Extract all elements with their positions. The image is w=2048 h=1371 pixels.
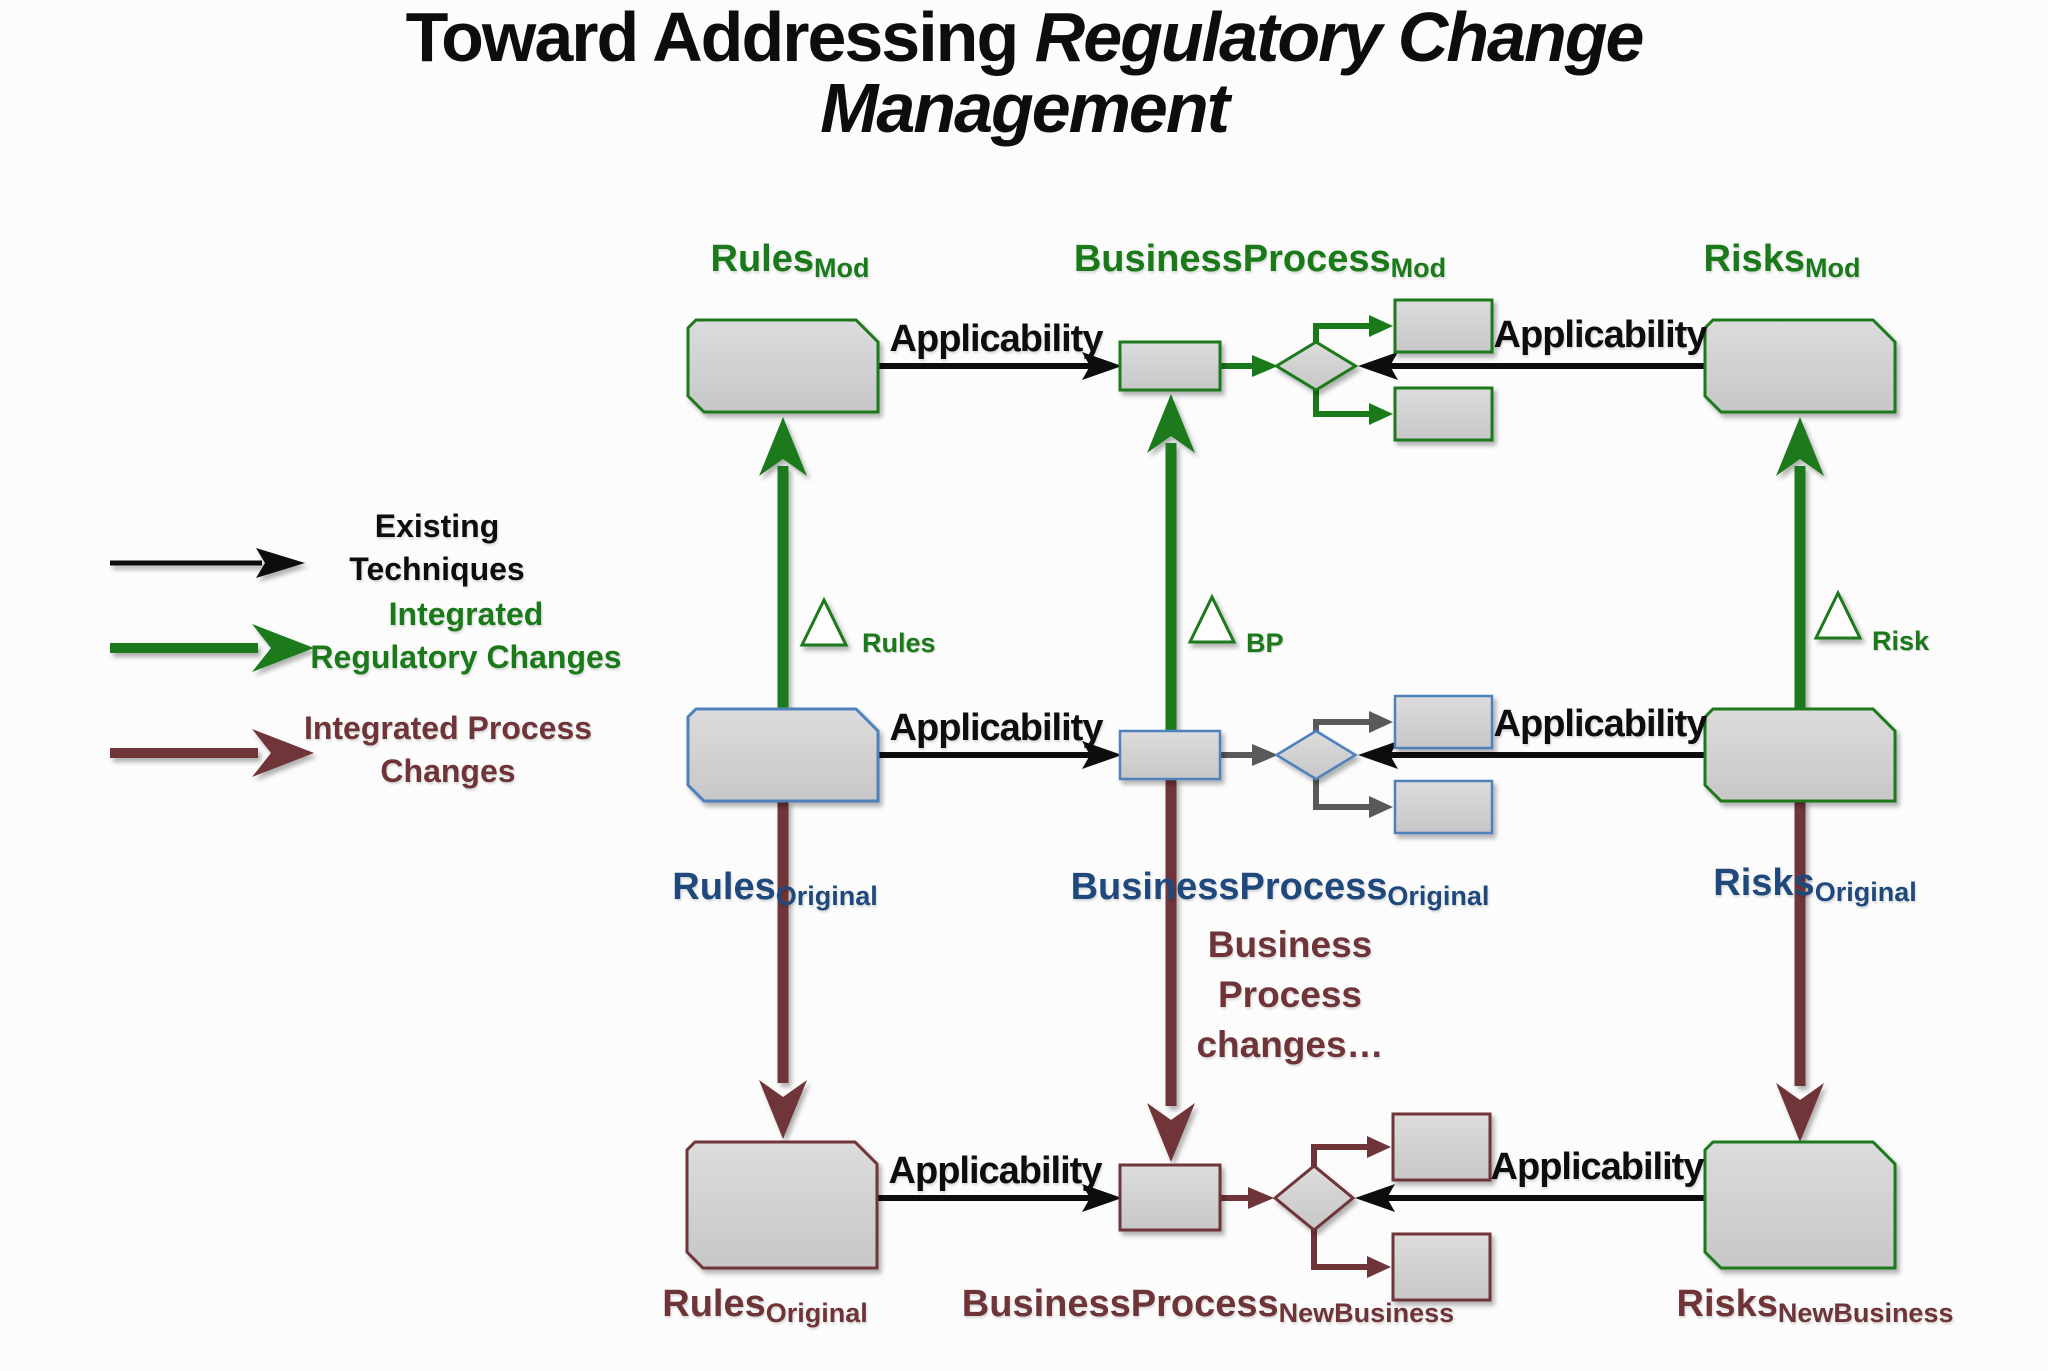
delta-triangle-rules [799, 596, 849, 647]
label-rules-original-bottom: RulesOriginal [662, 1283, 868, 1328]
connector-diamond-mod-to-bottom-branch [1313, 386, 1393, 425]
label-risks-original: RisksOriginal [1713, 862, 1917, 907]
connector-diamond-mod-to-top-branch [1313, 315, 1393, 346]
legend-label-integrated-regulatory-changes: Integrated Regulatory Changes [310, 596, 622, 675]
decision-diamond-newbusiness [1272, 1164, 1356, 1232]
risks-mod-shape [1703, 318, 1897, 414]
title-line-2: Management [820, 69, 1230, 148]
branch-rect-mod-bottom [1393, 386, 1494, 442]
rules-mod-shape [686, 318, 880, 414]
delta-triangle-risk [1813, 589, 1863, 640]
label-applicability-newbusiness-left: Applicability [888, 1150, 1103, 1192]
label-risks-newbusiness: RisksNewBusiness [1676, 1283, 1954, 1328]
label-delta-rules: Rules [862, 628, 936, 658]
label-applicability-newbusiness-right: Applicability [1490, 1146, 1705, 1188]
connector-diamond-original-to-top-branch [1313, 711, 1393, 735]
label-delta-risk: Risk [1872, 626, 1930, 656]
applicability-arrow-newbusiness-left [877, 1184, 1122, 1212]
legend-arrow-integrated-regulatory-changes [110, 624, 314, 672]
applicability-arrow-newbusiness-right [1355, 1184, 1705, 1212]
businessprocess-newbusiness-rect [1118, 1163, 1222, 1232]
connector-diamond-original-to-bottom-branch [1313, 775, 1393, 818]
connector-bp-original-to-diamond [1220, 744, 1278, 766]
label-rules-mod: RulesMod [710, 238, 870, 283]
legend-arrow-integrated-process-changes [110, 729, 314, 777]
branch-rect-original-bottom [1393, 779, 1494, 835]
title-line-1: Toward Addressing Regulatory Change [405, 0, 1645, 76]
label-applicability-original-right: Applicability [1493, 703, 1708, 745]
label-applicability-original-left: Applicability [889, 707, 1104, 749]
regulatory-change-arrow-risk [1776, 417, 1824, 709]
decision-diamond-mod [1273, 340, 1359, 392]
branch-rect-newbusiness-top [1391, 1112, 1492, 1182]
connector-diamond-newbusiness-to-bottom-branch [1311, 1224, 1391, 1278]
connector-bp-newbusiness-to-diamond [1220, 1187, 1274, 1209]
process-change-arrow-bp [1147, 779, 1195, 1162]
label-businessprocess-mod: BusinessProcessMod [1073, 238, 1447, 283]
branch-rect-mod-top [1393, 298, 1494, 354]
branch-rect-original-top [1393, 694, 1494, 750]
businessprocess-original-rect [1118, 729, 1222, 781]
legend-label-existing-techniques: Existing Techniques [349, 508, 525, 587]
connector-bp-mod-to-diamond [1220, 355, 1278, 377]
legend-arrow-existing-techniques [110, 548, 305, 578]
label-risks-mod: RisksMod [1703, 238, 1861, 283]
label-delta-bp: BP [1246, 628, 1284, 658]
annotation-business-process-changes: Business Process changes… [1196, 924, 1384, 1065]
decision-diamond-original [1274, 729, 1358, 781]
rules-original-shape [686, 707, 880, 803]
regulatory-change-arrow-rules [759, 417, 807, 709]
applicability-arrow-original-right [1358, 741, 1705, 769]
process-change-arrow-risk [1776, 801, 1824, 1142]
risks-original-shape [1703, 707, 1897, 803]
label-applicability-mod-right: Applicability [1493, 314, 1708, 356]
label-rules-original: RulesOriginal [672, 866, 878, 911]
applicability-arrow-mod-left [878, 352, 1122, 380]
businessprocess-mod-rect [1118, 340, 1222, 392]
legend-label-integrated-process-changes: Integrated Process Changes [303, 710, 593, 789]
slide-title: Toward Addressing Regulatory Change Mana… [0, 0, 2048, 148]
regulatory-change-arrow-bp [1147, 394, 1195, 731]
label-businessprocess-original: BusinessProcessOriginal [1070, 866, 1490, 911]
delta-triangle-bp [1187, 593, 1237, 644]
branch-rect-newbusiness-bottom [1391, 1232, 1492, 1302]
applicability-arrow-original-left [878, 741, 1122, 769]
connector-diamond-newbusiness-to-top-branch [1311, 1136, 1391, 1172]
process-change-arrow-rules [759, 801, 807, 1139]
risks-newbusiness-shape [1703, 1140, 1897, 1270]
rules-original-bottom-shape [685, 1140, 879, 1270]
applicability-arrow-mod-right [1358, 352, 1705, 380]
label-businessprocess-newbusiness: BusinessProcessNewBusiness [961, 1283, 1455, 1328]
label-applicability-mod-left: Applicability [889, 318, 1104, 360]
